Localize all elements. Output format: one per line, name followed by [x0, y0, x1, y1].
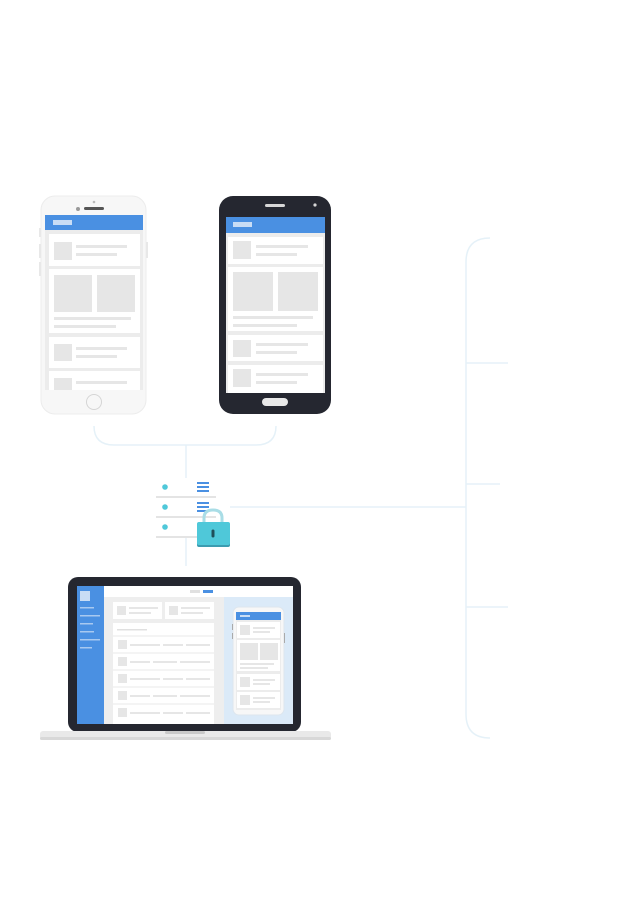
app-header-bar — [45, 215, 143, 230]
sensor-icon — [76, 207, 80, 211]
server-row — [156, 482, 216, 498]
app-header-bar — [226, 217, 325, 233]
table-row — [113, 652, 214, 666]
home-button-icon — [262, 398, 288, 406]
front-camera-icon — [92, 200, 96, 204]
connector-lines — [93, 237, 508, 739]
speaker-icon — [265, 204, 285, 207]
white-phone-device — [39, 195, 148, 415]
data-table — [113, 623, 214, 724]
table-row — [113, 703, 214, 717]
home-button-icon — [86, 394, 102, 410]
dark-phone-device — [219, 196, 331, 414]
table-row — [113, 686, 214, 700]
mini-phone-preview — [232, 606, 285, 716]
laptop-device — [40, 577, 331, 740]
server-row — [156, 502, 216, 518]
server-row — [156, 524, 200, 538]
speaker-icon — [84, 207, 104, 210]
table-row — [113, 669, 214, 683]
front-camera-icon — [313, 203, 317, 207]
server-icon — [156, 482, 216, 538]
table-row — [113, 635, 214, 649]
app-sidebar — [77, 586, 104, 724]
laptop-notch — [165, 731, 205, 734]
padlock-icon — [197, 508, 230, 547]
